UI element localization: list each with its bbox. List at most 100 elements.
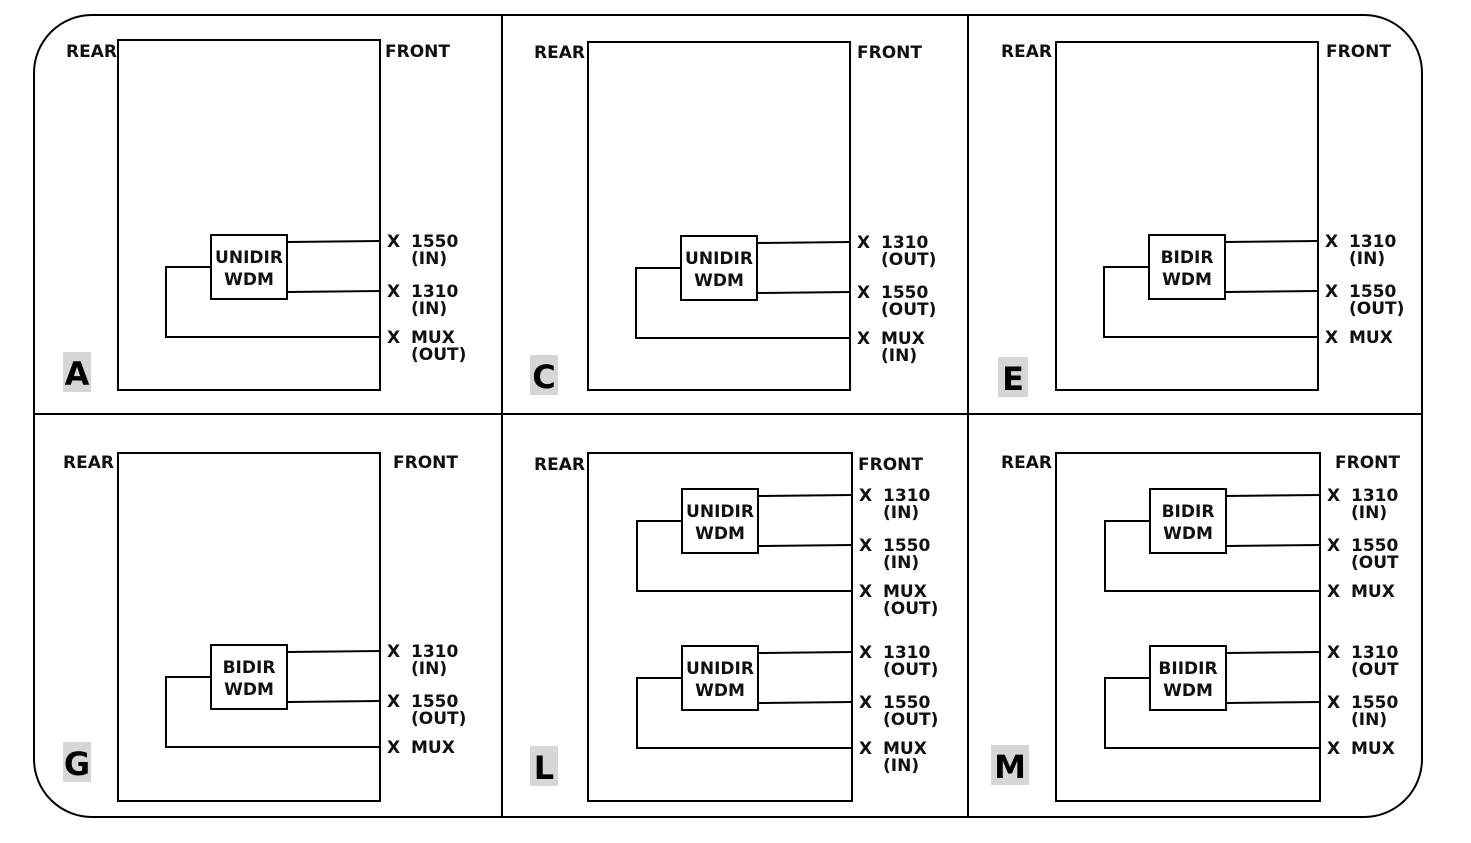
panel-letter-tag bbox=[998, 357, 1028, 397]
port-name: 1550 bbox=[1349, 282, 1396, 302]
port-name: MUX bbox=[1351, 739, 1395, 759]
port-direction: (IN) bbox=[411, 299, 447, 319]
panel-letter-tag bbox=[530, 746, 558, 786]
port-direction: (OUT) bbox=[881, 250, 936, 270]
wdm-type-label: UNIDIR bbox=[215, 248, 283, 268]
port-direction: (IN) bbox=[411, 659, 447, 679]
mux-loop-line bbox=[165, 266, 380, 338]
panel-letter-tag bbox=[530, 355, 558, 395]
port-name: 1310 bbox=[881, 233, 928, 253]
wdm-type-label: BIDIR bbox=[223, 658, 276, 678]
port-direction: (IN) bbox=[1351, 503, 1387, 523]
port-name: MUX bbox=[883, 739, 927, 759]
fiber-line bbox=[757, 651, 853, 654]
wdm-name-label: WDM bbox=[1162, 270, 1212, 290]
front-label: FRONT bbox=[385, 42, 450, 62]
port-direction: (OUT) bbox=[881, 300, 936, 320]
port-marker: X bbox=[1327, 739, 1340, 759]
port-name: MUX bbox=[881, 329, 925, 349]
wdm-box bbox=[681, 488, 759, 554]
front-port: X MUX bbox=[1327, 739, 1395, 759]
port-name: MUX bbox=[1349, 328, 1393, 348]
fiber-line bbox=[757, 544, 853, 547]
port-marker: X bbox=[387, 282, 400, 302]
wdm-type-label: BIDIR bbox=[1161, 248, 1214, 268]
wdm-name-label: WDM bbox=[694, 271, 744, 291]
port-name: 1310 bbox=[1351, 643, 1398, 663]
mux-loop-line bbox=[1104, 520, 1320, 592]
port-name: MUX bbox=[1351, 582, 1395, 602]
front-label: FRONT bbox=[858, 455, 923, 475]
front-label: FRONT bbox=[1335, 453, 1400, 473]
wdm-box bbox=[681, 645, 759, 711]
port-marker: X bbox=[859, 582, 872, 602]
port-marker: X bbox=[1325, 282, 1338, 302]
port-marker: X bbox=[859, 643, 872, 663]
port-name: 1550 bbox=[1351, 693, 1398, 713]
port-direction: (IN) bbox=[411, 249, 447, 269]
port-direction: (IN) bbox=[883, 553, 919, 573]
port-direction: (IN) bbox=[883, 756, 919, 776]
port-marker: X bbox=[857, 283, 870, 303]
wdm-type-label: UNIDIR bbox=[685, 249, 753, 269]
port-direction: (IN) bbox=[881, 346, 917, 366]
port-marker: X bbox=[857, 233, 870, 253]
wdm-type-label: UNIDIR bbox=[686, 659, 754, 679]
wdm-box bbox=[680, 235, 758, 301]
wdm-name-label: WDM bbox=[695, 524, 745, 544]
chassis-box bbox=[587, 452, 853, 802]
wdm-type-label: UNIDIR bbox=[686, 502, 754, 522]
port-direction: (IN) bbox=[1351, 710, 1387, 730]
port-marker: X bbox=[387, 738, 400, 758]
fiber-line bbox=[1224, 290, 1319, 293]
fiber-line bbox=[286, 650, 381, 653]
front-port: X 1550(IN) bbox=[1327, 693, 1398, 730]
wdm-name-label: WDM bbox=[224, 270, 274, 290]
mux-loop-line bbox=[636, 520, 852, 592]
port-marker: X bbox=[387, 328, 400, 348]
port-marker: X bbox=[859, 693, 872, 713]
port-marker: X bbox=[1327, 693, 1340, 713]
chassis-box bbox=[587, 41, 851, 391]
rear-label: REAR bbox=[534, 455, 585, 475]
wdm-name-label: WDM bbox=[1163, 524, 1213, 544]
wdm-name-label: WDM bbox=[1163, 681, 1213, 701]
port-marker: X bbox=[1327, 536, 1340, 556]
port-name: 1550 bbox=[411, 232, 458, 252]
fiber-line bbox=[1225, 701, 1321, 704]
port-name: 1310 bbox=[1351, 486, 1398, 506]
panel-letter: C bbox=[532, 358, 555, 396]
panel-letter-tag bbox=[63, 742, 91, 782]
port-name: 1550 bbox=[883, 693, 930, 713]
wdm-type-label: BIDIR bbox=[1162, 502, 1215, 522]
port-direction: (OUT) bbox=[411, 345, 466, 365]
panel-letter-tag bbox=[63, 352, 91, 392]
port-direction: (OUT) bbox=[883, 599, 938, 619]
chassis-box bbox=[1055, 452, 1321, 802]
port-name: 1550 bbox=[411, 692, 458, 712]
panel-letter: E bbox=[1002, 360, 1024, 398]
wdm-box bbox=[210, 234, 288, 300]
fiber-line bbox=[286, 700, 381, 703]
panel-letter-tag bbox=[991, 745, 1029, 785]
